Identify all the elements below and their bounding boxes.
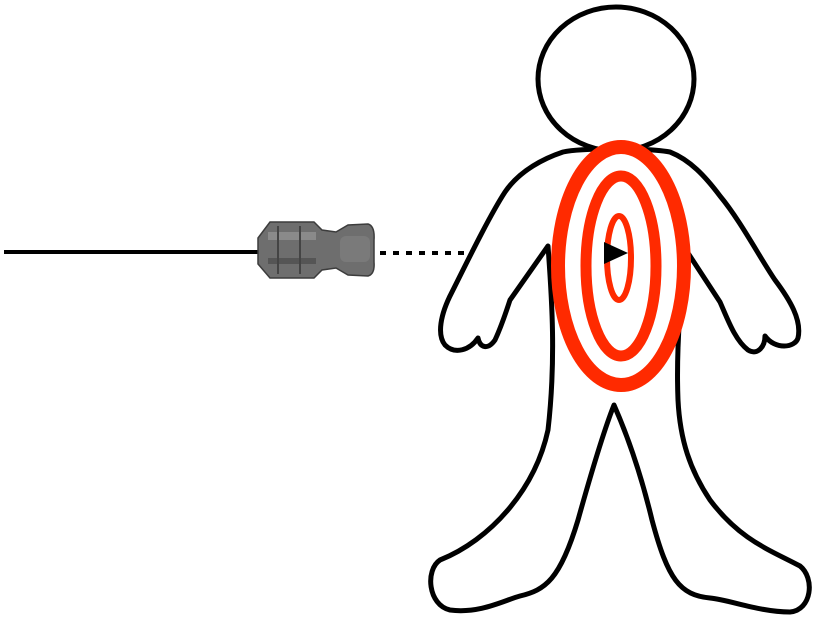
person-outline [431, 7, 810, 612]
person-head [538, 7, 694, 151]
projectile-icon [258, 222, 374, 278]
